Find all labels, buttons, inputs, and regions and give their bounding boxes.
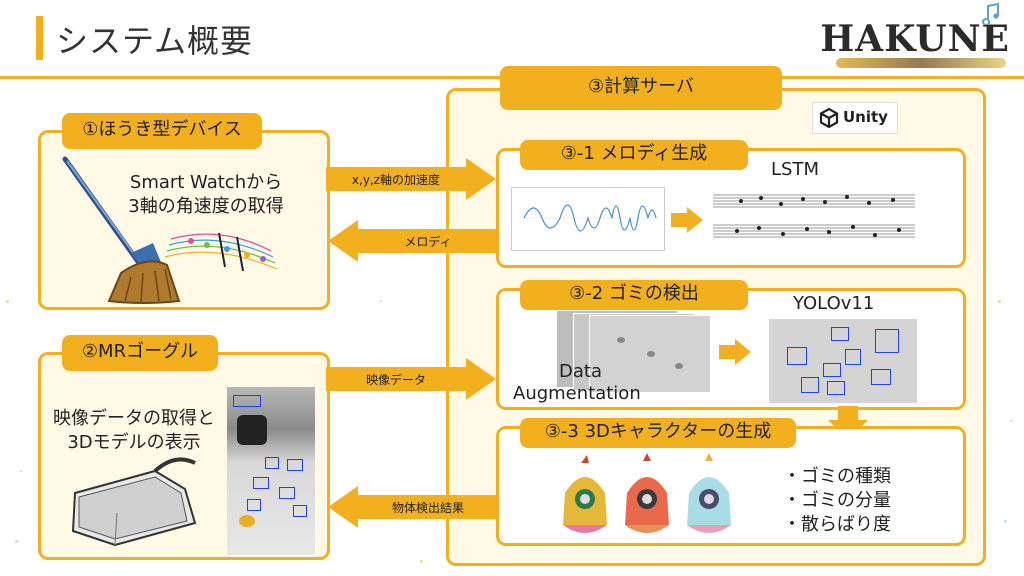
criteria-item: ・ゴミの分量	[783, 490, 891, 511]
arrow-right-icon	[719, 339, 751, 365]
character-tag: ③-3 3Dキャラクターの生成	[520, 418, 796, 448]
unity-badge: Unity	[812, 102, 898, 134]
accel-label: x,y,z軸の加速度	[351, 173, 441, 187]
detection-image	[769, 319, 917, 403]
device-tag: ①ほうき型デバイス	[62, 113, 262, 149]
video-label: 映像データ	[365, 373, 426, 387]
melody-arrow: メロディ	[326, 218, 498, 264]
page-title: システム概要	[56, 22, 254, 60]
goggle-panel: 映像データの取得と 3Dモデルの表示	[38, 352, 330, 560]
detect-label: 物体検出結果	[391, 501, 464, 515]
character-figures	[563, 453, 731, 533]
lstm-label: LSTM	[771, 159, 819, 180]
mr-view-image	[227, 387, 315, 555]
title-accent-bar	[36, 16, 43, 60]
goggle-desc-line2: 3Dモデルの表示	[67, 432, 201, 453]
unity-label: Unity	[843, 108, 888, 126]
criteria-item: ・散らばり度	[783, 514, 891, 535]
vr-headset-icon	[71, 457, 197, 547]
yolo-label: YOLOv11	[793, 293, 875, 314]
hakune-logo: HAKUNE	[820, 18, 1010, 60]
character-criteria-list: ・ゴミの種類 ・ゴミの分量 ・散らばり度	[783, 465, 891, 537]
unity-logo-icon	[819, 108, 839, 128]
music-note-icon	[982, 2, 999, 24]
aug-label-line2: Augmentation	[513, 383, 641, 404]
goggle-tag: ②MRゴーグル	[62, 335, 218, 371]
arrow-down-icon	[828, 406, 868, 440]
logo-brush-stroke	[836, 58, 1006, 68]
video-arrow: 映像データ	[326, 356, 498, 402]
melody-tag: ③-1 メロディ生成	[520, 140, 748, 170]
server-tag: ③計算サーバ	[500, 66, 782, 110]
augmented-images	[557, 311, 713, 393]
sheet-music	[711, 191, 917, 247]
criteria-item: ・ゴミの種類	[783, 466, 891, 487]
device-desc-line1: Smart Watchから	[129, 172, 283, 193]
arrow-right-icon	[671, 207, 703, 233]
detect-arrow: 物体検出結果	[326, 484, 498, 530]
goggle-desc-line1: 映像データの取得と	[53, 408, 215, 429]
trash-tag: ③-2 ゴミの検出	[520, 280, 748, 310]
melody-label: メロディ	[404, 235, 452, 249]
aug-label-line1: Data	[559, 361, 602, 382]
device-desc-line2: 3軸の角速度の取得	[128, 196, 284, 217]
broom-icon	[62, 156, 278, 304]
music-notes-icon	[164, 232, 278, 272]
device-panel: Smart Watchから 3軸の角速度の取得	[38, 130, 330, 310]
accel-arrow: x,y,z軸の加速度	[326, 156, 498, 202]
waveform-chart	[511, 187, 665, 251]
